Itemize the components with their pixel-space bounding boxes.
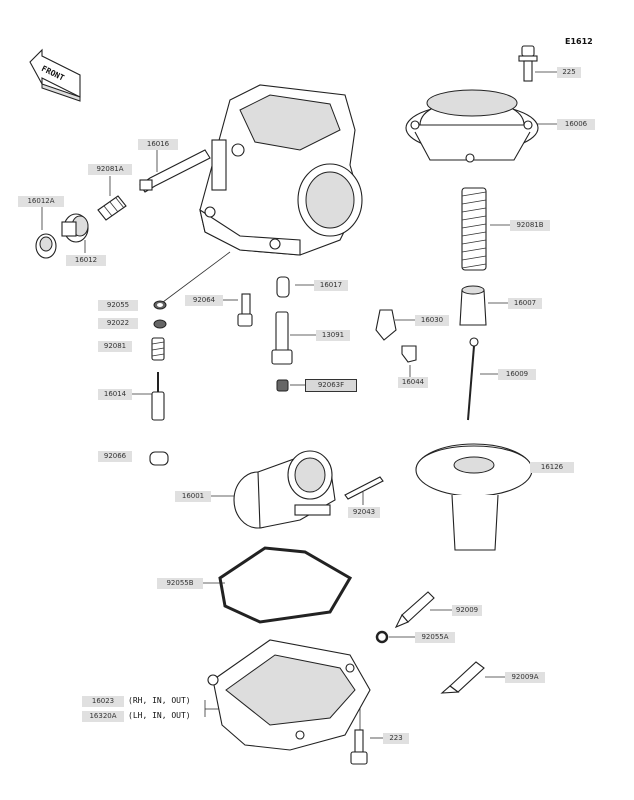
label-16001: 16001 bbox=[175, 491, 211, 502]
label-16017: 16017 bbox=[314, 280, 348, 291]
label-16016: 16016 bbox=[138, 139, 178, 150]
label-223: 223 bbox=[383, 733, 409, 744]
float-bowl-16023 bbox=[207, 639, 371, 751]
label-92055: 92055 bbox=[98, 300, 138, 311]
label-92043: 92043 bbox=[348, 507, 380, 518]
spring-92081A bbox=[97, 195, 127, 221]
note-lh: (LH, IN, OUT) bbox=[128, 711, 191, 720]
screw-92009A bbox=[440, 661, 485, 694]
label-16012: 16012 bbox=[66, 255, 106, 266]
diagram-code: E1612 bbox=[565, 37, 593, 46]
carburetor-body bbox=[199, 84, 363, 256]
label-225: 225 bbox=[557, 67, 581, 78]
label-92009: 92009 bbox=[452, 605, 482, 616]
label-92055B: 92055B bbox=[157, 578, 203, 589]
label-92066: 92066 bbox=[98, 451, 132, 462]
nut-16012 bbox=[61, 213, 89, 243]
label-92022: 92022 bbox=[98, 318, 138, 329]
jet-16017 bbox=[276, 276, 290, 298]
diaphragm-16126 bbox=[415, 443, 533, 551]
screw-92064 bbox=[237, 293, 253, 327]
note-rh: (RH, IN, OUT) bbox=[128, 696, 191, 705]
pipe-13091 bbox=[271, 311, 293, 365]
label-92064: 92064 bbox=[185, 295, 223, 306]
screw-225 bbox=[518, 45, 538, 82]
cap-16012A bbox=[35, 233, 57, 259]
label-92055A: 92055A bbox=[415, 632, 455, 643]
label-16009: 16009 bbox=[498, 369, 536, 380]
plug-92063F bbox=[276, 379, 289, 392]
label-16320A: 16320A bbox=[82, 711, 124, 722]
holder-16007 bbox=[459, 285, 487, 326]
label-92063F: 92063F bbox=[305, 379, 357, 392]
float-valve-16030 bbox=[375, 309, 397, 341]
label-16044: 16044 bbox=[398, 377, 428, 388]
label-92081A: 92081A bbox=[88, 164, 132, 175]
label-92009A: 92009A bbox=[505, 672, 545, 683]
screw-92009 bbox=[394, 591, 435, 629]
label-16006: 16006 bbox=[557, 119, 595, 130]
spring-92081 bbox=[151, 337, 165, 361]
label-92081B: 92081B bbox=[510, 220, 550, 231]
screw-223 bbox=[350, 729, 368, 765]
pin-92043 bbox=[344, 476, 384, 500]
cap-92066 bbox=[149, 451, 169, 466]
top-cover-16006 bbox=[405, 89, 539, 163]
label-13091: 13091 bbox=[316, 330, 350, 341]
label-92081: 92081 bbox=[98, 341, 132, 352]
label-16014: 16014 bbox=[98, 389, 132, 400]
label-16030: 16030 bbox=[415, 315, 449, 326]
oring-92055A bbox=[375, 630, 389, 644]
label-16126: 16126 bbox=[530, 462, 574, 473]
gasket-92055B bbox=[218, 546, 353, 624]
front-arrow-icon bbox=[29, 48, 81, 102]
label-16007: 16007 bbox=[508, 298, 542, 309]
label-16012A: 16012A bbox=[18, 196, 64, 207]
spring-92081B bbox=[461, 187, 487, 271]
washer-92022 bbox=[153, 319, 167, 329]
oring-92055 bbox=[153, 300, 167, 310]
plunger-16016 bbox=[139, 149, 211, 193]
screw-16014 bbox=[151, 372, 165, 421]
label-16023: 16023 bbox=[82, 696, 124, 707]
needle-16009 bbox=[467, 337, 479, 421]
clip-16044 bbox=[401, 345, 417, 363]
throttle-body-16001 bbox=[233, 450, 336, 529]
